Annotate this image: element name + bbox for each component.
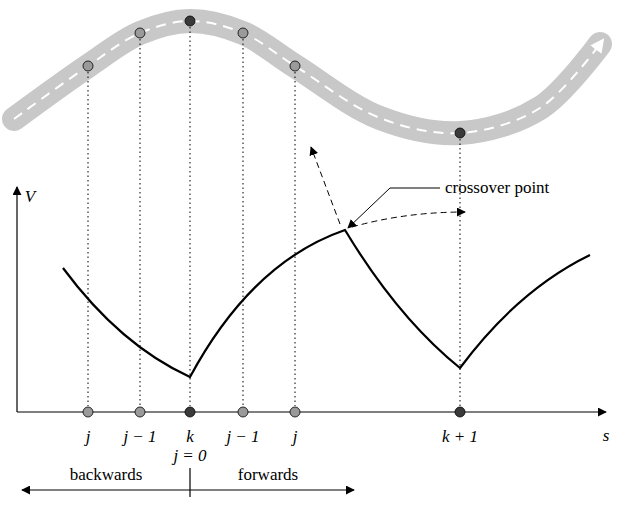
axis-point xyxy=(135,407,145,417)
road-point xyxy=(135,28,145,38)
axis-label: V xyxy=(25,188,35,207)
divider-tick xyxy=(189,468,190,497)
axis-point xyxy=(238,407,248,417)
annotation-label: crossover point xyxy=(445,179,549,198)
index-label: j − 1 xyxy=(226,428,259,447)
direction-arrow xyxy=(22,490,354,491)
axis-point xyxy=(185,407,195,417)
annotation-label: forwards xyxy=(238,466,298,485)
road-centerline xyxy=(14,21,600,133)
road xyxy=(14,21,600,133)
dashed-arrow xyxy=(352,212,465,227)
axis-point xyxy=(455,407,465,417)
road-point xyxy=(290,61,300,71)
index-label: k xyxy=(186,428,194,447)
road-point xyxy=(238,28,248,38)
index-label: j xyxy=(86,428,91,447)
index-label: j − 1 xyxy=(123,428,156,447)
leader-line xyxy=(348,188,440,228)
dotted-guide xyxy=(88,72,89,406)
dotted-guide xyxy=(243,39,244,406)
road-point xyxy=(455,128,465,138)
index-label: j = 0 xyxy=(173,447,206,466)
road-point xyxy=(83,61,93,71)
velocity-profile xyxy=(63,230,590,377)
s-axis xyxy=(17,411,606,412)
dotted-guide xyxy=(140,39,141,406)
dashed-arrow xyxy=(311,147,340,224)
axis-point xyxy=(83,407,93,417)
index-label: k + 1 xyxy=(442,428,478,447)
dotted-guide xyxy=(295,72,296,406)
road-point xyxy=(185,16,195,26)
axis-label: s xyxy=(603,427,610,446)
v-axis xyxy=(16,187,17,412)
index-label: j xyxy=(293,428,298,447)
axis-point xyxy=(290,407,300,417)
annotation-label: backwards xyxy=(70,466,143,485)
dotted-guide xyxy=(190,27,191,406)
